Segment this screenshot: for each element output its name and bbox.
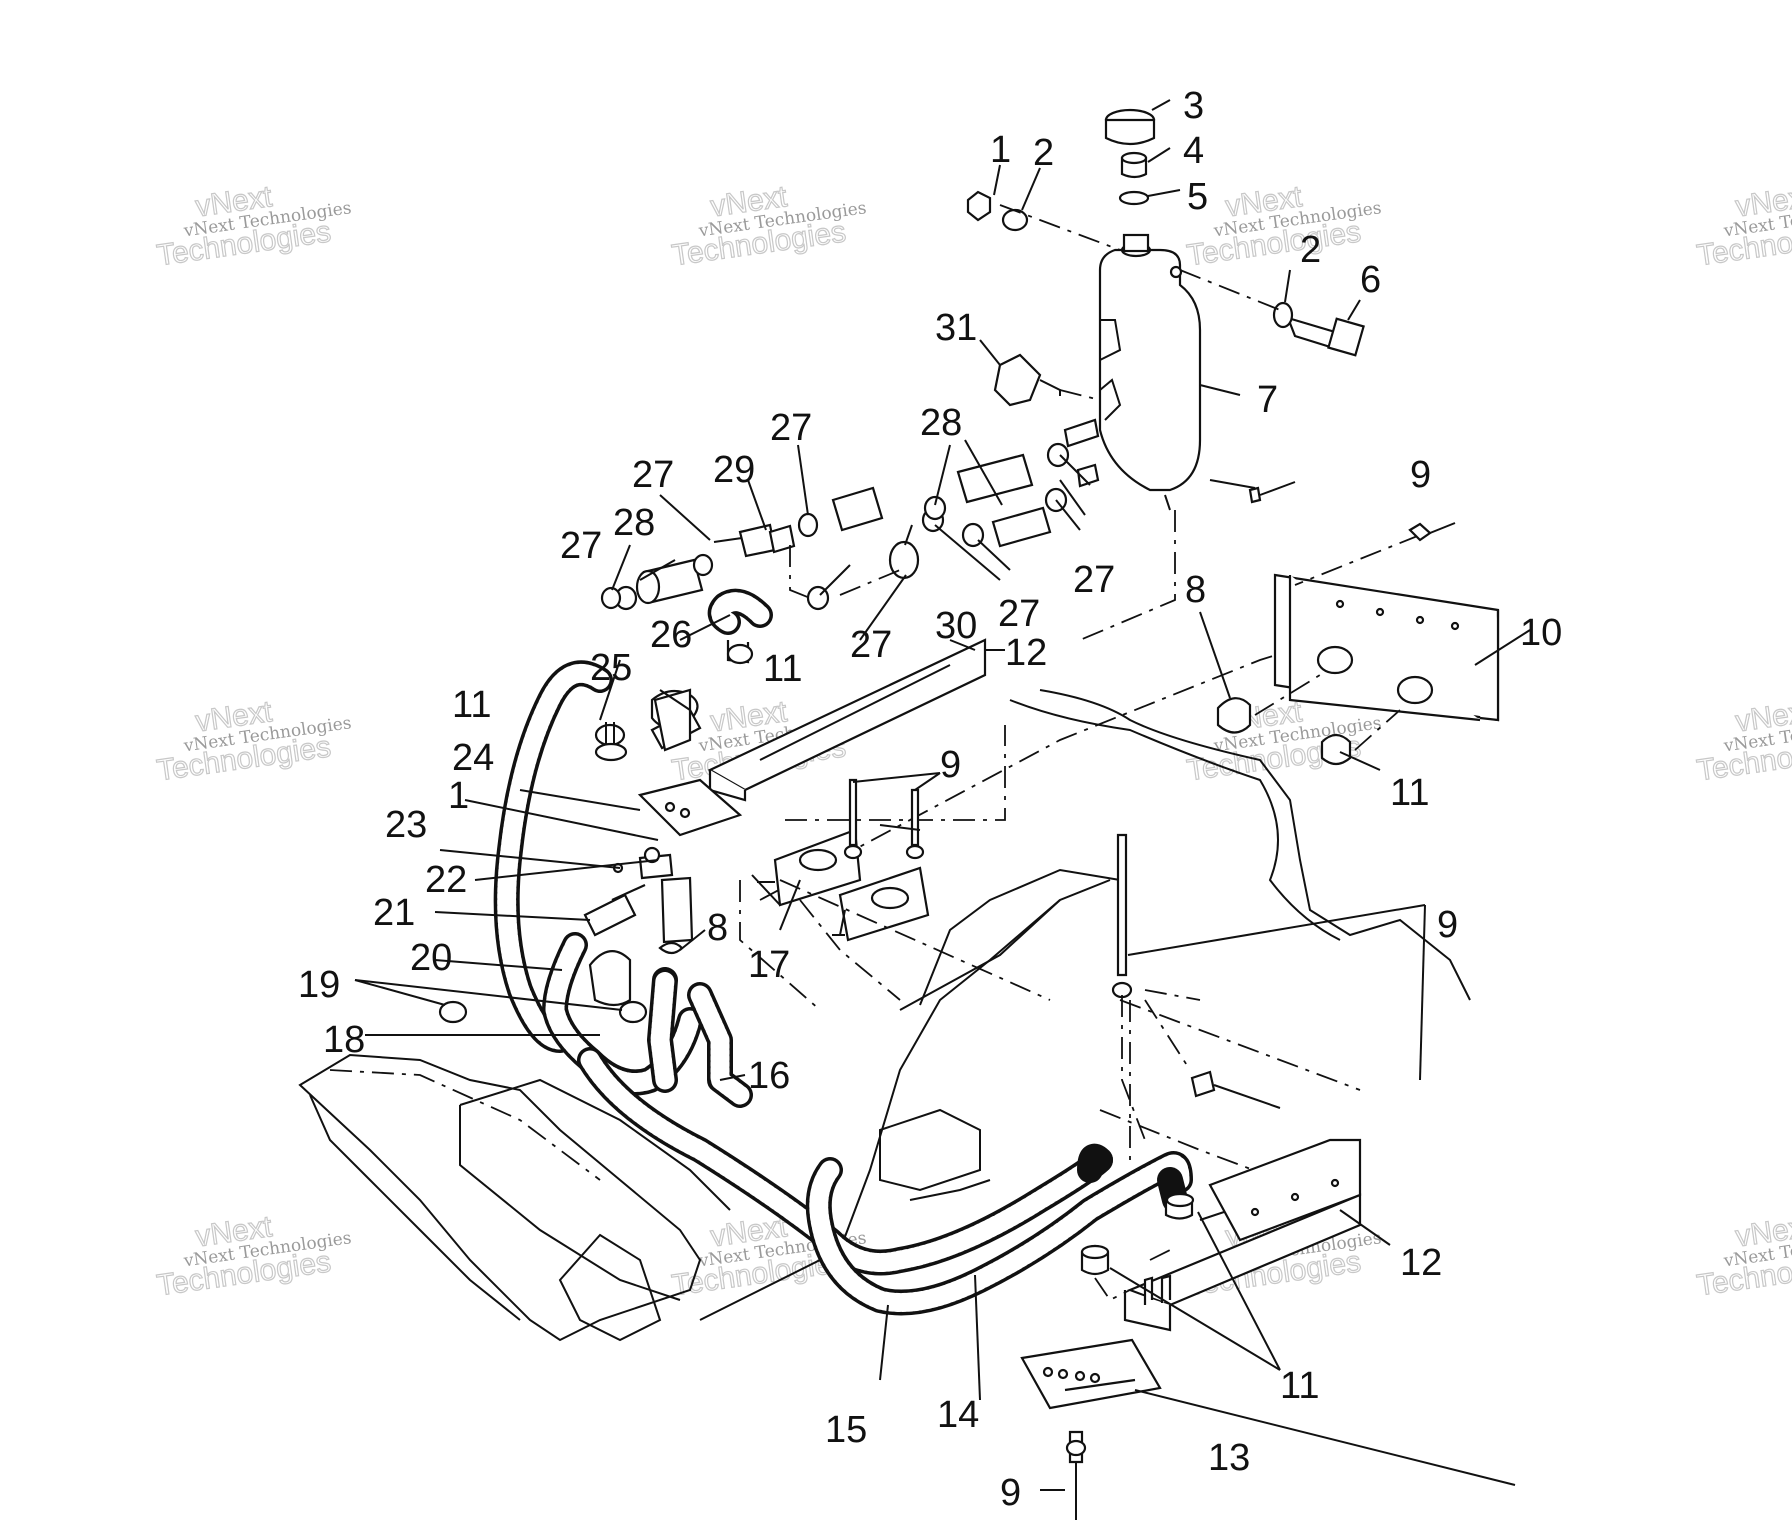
callout-10: 10 [1520,612,1562,654]
pins-9 [843,481,1296,1520]
chassis-frame [298,609,1471,1342]
callout-11-mid: 11 [763,648,802,690]
callout-19: 19 [298,964,340,1006]
watermark-4: vNext vNext Technologies Technologies [1694,179,1792,272]
callout-30: 30 [935,605,977,647]
callout-4: 4 [1183,130,1204,172]
watermark-5: vNext vNext Technologies Technologies [154,694,352,787]
clamps-11-lower [1080,1192,1195,1302]
callout-9-bottom: 9 [1000,1472,1021,1514]
callout-31: 31 [935,307,977,349]
callout-9-right: 9 [1437,904,1458,946]
callout-11-left: 11 [452,684,491,726]
callout-1-mid: 1 [448,775,469,817]
callout-20: 20 [410,937,452,979]
callout-1-top: 1 [990,129,1011,171]
callout-27-c: 27 [560,525,602,567]
callout-22: 22 [425,859,467,901]
bracket-assembly-10 [1216,522,1500,766]
leader-lines [354,99,1531,1491]
callout-21: 21 [373,892,415,934]
watermark-2: vNext vNext Technologies Technologies [669,179,867,272]
callout-23: 23 [385,804,427,846]
hose-clamp-group [600,442,1070,611]
hoses [493,588,1193,1316]
callout-28-b: 28 [613,502,655,544]
callout-15: 15 [825,1409,867,1451]
callout-14: 14 [937,1394,979,1436]
callout-6: 6 [1360,259,1381,301]
watermark-9: vNext vNext Technologies Technologies [154,1209,352,1302]
callout-2-top: 2 [1033,132,1054,174]
callout-numbers: 3 1 2 4 5 2 6 31 7 27 28 27 29 28 27 9 2… [298,85,1562,1514]
callout-25: 25 [590,647,632,689]
callout-11-bottom: 11 [1280,1365,1319,1407]
callout-9-mid: 9 [940,744,961,786]
callout-17: 17 [748,944,790,986]
callout-29: 29 [713,449,755,491]
watermark-1: vNext vNext Technologies Technologies [154,179,352,272]
callout-7: 7 [1257,379,1278,421]
callout-18: 18 [323,1019,365,1061]
reservoir-assembly [966,108,1365,511]
watermark-8: vNext vNext Technologies Technologies [1694,694,1792,787]
callout-5: 5 [1187,176,1208,218]
callout-3: 3 [1183,85,1204,127]
callout-26: 26 [650,614,692,656]
callout-27-a: 27 [770,407,812,449]
callout-2-right: 2 [1300,229,1321,271]
bracket-assembly-12-lower [1020,1138,1362,1410]
callout-16: 16 [748,1055,790,1097]
callout-27-f: 27 [850,624,892,666]
callout-27-e: 27 [998,593,1040,635]
callout-8-mid: 8 [707,907,728,949]
callout-8-right: 8 [1185,569,1206,611]
bracket-assembly-12-upper [637,638,1051,1011]
reservoir-dashlines [999,204,1281,641]
watermark-3: vNext vNext Technologies Technologies [1184,179,1382,272]
callout-11-right: 11 [1390,772,1429,814]
small-parts-left [438,640,754,1024]
callout-13: 13 [1208,1437,1250,1479]
callout-28-a: 28 [920,402,962,444]
callout-27-b: 27 [632,454,674,496]
watermarks: vNext vNext Technologies Technologies vN… [154,179,1792,1302]
callout-12-bottom: 12 [1400,1242,1442,1284]
callout-12-top: 12 [1005,632,1047,674]
watermark-12: vNext vNext Technologies Technologies [1694,1209,1792,1302]
callout-24: 24 [452,737,494,779]
callout-27-d: 27 [1073,559,1115,601]
callout-9-top: 9 [1410,454,1431,496]
